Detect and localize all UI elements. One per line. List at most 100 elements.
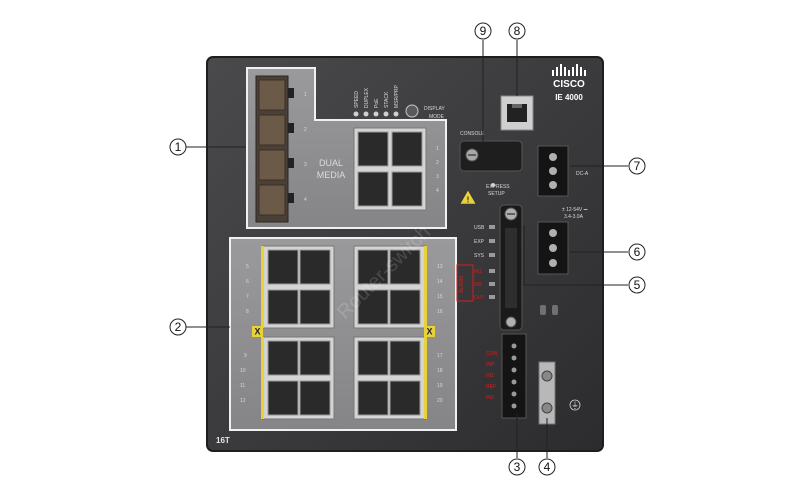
callout-4: 4 [538, 458, 556, 476]
sfp-number-2: 2 [304, 127, 307, 133]
console-port[interactable] [459, 140, 523, 172]
callout-leaders [186, 40, 628, 458]
port-number-8: 8 [246, 309, 249, 315]
rj45-port[interactable] [389, 380, 421, 416]
led-label-speed: SPEED [354, 91, 360, 108]
callout-2: 2 [169, 318, 187, 336]
dual-number-1: 1 [436, 146, 439, 152]
led-label-msr: MSR/PRP [394, 85, 400, 108]
callout-3: 3 [508, 458, 526, 476]
port-number-18: 18 [437, 368, 443, 374]
dual-media-label-2: MEDIA [317, 170, 346, 180]
display-mode-label-2: MODE [429, 114, 445, 120]
rj45-port[interactable] [267, 380, 299, 416]
port-number-15: 15 [437, 294, 443, 300]
led-sys-label: SYS [474, 253, 485, 259]
display-mode-button[interactable] [405, 104, 419, 118]
rj45-port[interactable] [299, 340, 331, 376]
port-number-7: 7 [246, 294, 249, 300]
alarm-terminal-label-in2: IN2 [486, 395, 494, 401]
rj45-port[interactable] [357, 380, 389, 416]
callout-7: 7 [628, 157, 646, 175]
port-number-20: 20 [437, 398, 443, 404]
copper-port-block-left-top [261, 245, 335, 329]
rj45-port[interactable] [357, 289, 389, 325]
alarm-frame [456, 264, 474, 302]
alarm-title: ALARM [459, 276, 465, 293]
port-number-16: 16 [437, 309, 443, 315]
alarm-terminal-label-con: CON [486, 351, 498, 357]
express-setup-button[interactable] [491, 183, 495, 187]
port-number-11: 11 [240, 383, 245, 389]
ground-icon-ring [569, 399, 581, 411]
ground-screw-bottom [541, 402, 553, 414]
rj45-port[interactable] [267, 249, 299, 285]
warning-icon [459, 189, 477, 205]
port-number-5: 5 [246, 264, 249, 270]
rj45-port[interactable] [267, 340, 299, 376]
express-setup-label-2: SETUP [488, 191, 505, 197]
port-number-10: 10 [240, 368, 246, 374]
sfp-slot[interactable] [258, 114, 286, 146]
dual-media-label-1: DUAL [319, 158, 343, 168]
power-rating-2: 3.4-3.0A [564, 214, 584, 220]
sfp-slot[interactable] [258, 149, 286, 181]
alarm-out-label: OUT [474, 295, 485, 301]
power-led-a [540, 305, 546, 315]
alarm-terminal-label-inp: INP [486, 362, 495, 368]
crossover-badge-left [252, 326, 263, 337]
rj45-port[interactable] [389, 249, 421, 285]
copper-port-block-right-top [353, 245, 427, 329]
dc-a-label: DC-A [576, 171, 589, 177]
power-led-b [552, 305, 558, 315]
sd-slot-screw-bottom [505, 316, 517, 328]
rj45-port[interactable] [299, 249, 331, 285]
rj45-port[interactable] [267, 289, 299, 325]
led-label-duplex: DUPLEX [364, 87, 370, 108]
rj45-port[interactable] [391, 131, 423, 167]
crossover-badge-right [424, 326, 435, 337]
rj45-port[interactable] [389, 340, 421, 376]
callout-9: 9 [474, 22, 492, 40]
rj45-port[interactable] [357, 131, 389, 167]
console-label: CONSOLE [460, 131, 485, 137]
power-rating-1: ± 12-54V ⎓ [562, 207, 588, 213]
alarm-terminal-label-in1: IN1 [486, 373, 494, 379]
callout-6: 6 [628, 243, 646, 261]
crossover-badge-right-text: X [426, 327, 432, 337]
callout-3-text: 3 [514, 460, 521, 474]
port-number-14: 14 [437, 279, 443, 285]
rj45-port[interactable] [357, 171, 389, 207]
alarm-in1-label: IN1 [474, 269, 482, 275]
ground-icon: ⏚ [571, 401, 579, 410]
callout-9-text: 9 [480, 24, 487, 38]
dual-number-3: 3 [436, 174, 439, 180]
led-alarm-in2 [489, 282, 495, 286]
callout-8-text: 8 [514, 24, 521, 38]
callout-7-text: 7 [634, 159, 641, 173]
rj45-port[interactable] [357, 249, 389, 285]
rj45-port[interactable] [299, 289, 331, 325]
rj45-port[interactable] [389, 289, 421, 325]
sfp-slot[interactable] [258, 184, 286, 216]
led-exp [489, 239, 495, 243]
copper-port-block-left-bottom [261, 336, 335, 420]
dual-number-2: 2 [436, 160, 439, 166]
port-number-12: 12 [240, 398, 246, 404]
led-alarm-out [489, 295, 495, 299]
led-label-stack: STACK [384, 91, 390, 108]
sfp-slot[interactable] [258, 79, 286, 111]
rj45-port[interactable] [391, 171, 423, 207]
variant-label: 16T [216, 436, 230, 445]
express-setup-label-1: EXPRESS [486, 184, 510, 190]
led-mode-labels: SPEED DUPLEX PoE STACK MSR/PRP [353, 85, 400, 117]
sfp-number-3: 3 [304, 162, 307, 168]
cisco-logo [552, 64, 586, 76]
rj45-port[interactable] [357, 340, 389, 376]
rj45-port[interactable] [299, 380, 331, 416]
ground-screw-top [541, 370, 553, 382]
led-sys [489, 253, 495, 257]
port-number-9: 9 [244, 353, 247, 359]
copper-port-block-right-bottom [353, 336, 427, 420]
